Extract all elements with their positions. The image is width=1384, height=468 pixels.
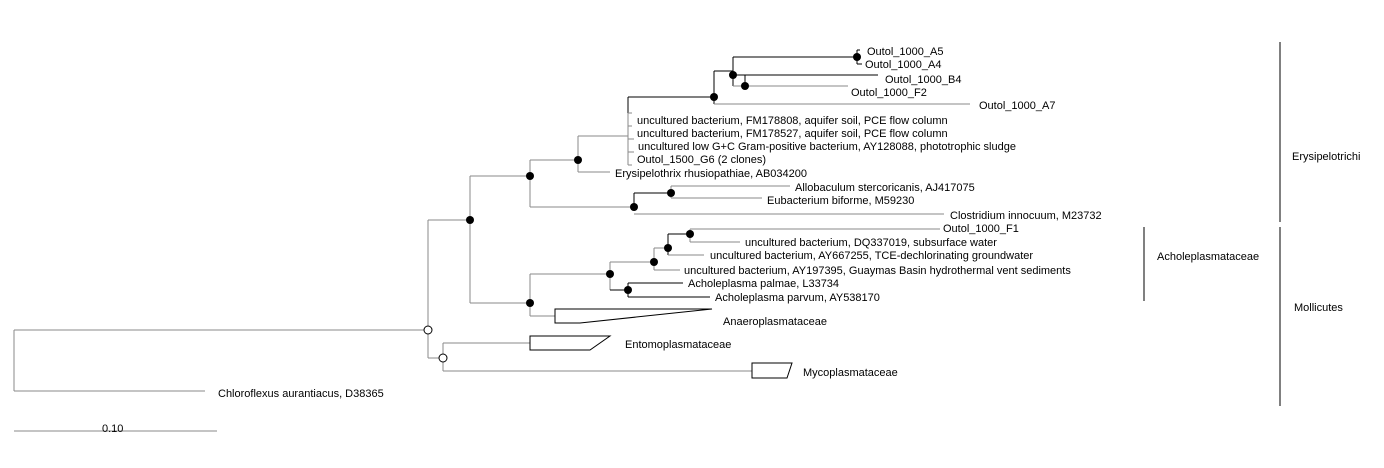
taxon-outol-f1: Outol_1000_F1	[943, 223, 1019, 235]
uncultured-cluster	[627, 112, 634, 166]
taxon-outol-a5: Outol_1000_A5	[867, 46, 943, 58]
achole-anaero-split	[529, 273, 610, 317]
group-erysipelotrichi: Erysipelotrichi	[1292, 151, 1360, 163]
erysipelothrix-outol-branch	[577, 135, 628, 173]
allobaculum-clade	[633, 192, 671, 207]
taxon-allobaculum: Allobaculum stercoricanis, AJ417075	[795, 182, 975, 194]
taxon-acholeplasma-palmae: Acholeplasma palmae, L33734	[688, 278, 839, 290]
taxon-dq337019: uncultured bacterium, DQ337019, subsurfa…	[745, 237, 997, 249]
taxon-fm178808: uncultured bacterium, FM178808, aquifer …	[637, 115, 948, 127]
acholeplasma-split	[609, 261, 654, 290]
mycoplasmataceae-wedge	[751, 362, 793, 379]
taxon-clostridium: Clostridium innocuum, M23732	[950, 210, 1102, 222]
erysipelotrichi-branch	[529, 159, 634, 208]
taxon-erysipelothrix: Erysipelothrix rhusiopathiae, AB034200	[615, 168, 807, 180]
taxon-fm178527: uncultured bacterium, FM178527, aquifer …	[637, 128, 948, 140]
taxon-ay197395: uncultured bacterium, AY197395, Guaymas …	[684, 265, 1071, 277]
taxon-outol-f2: Outol_1000_F2	[851, 87, 927, 99]
entomoplasmataceae-wedge	[529, 335, 612, 351]
group-acholeplasmataceae: Acholeplasmataceae	[1157, 251, 1259, 263]
outol-a-subsplit	[732, 56, 878, 86]
collapsed-mycoplasmataceae: Mycoplasmataceae	[803, 367, 898, 379]
collapsed-anaeroplasmataceae: Anaeroplasmataceae	[723, 316, 827, 328]
taxon-outol-a7: Outol_1000_A7	[979, 100, 1055, 112]
taxon-outol-b4: Outol_1000_B4	[885, 74, 961, 86]
f1-cluster-split	[667, 233, 690, 255]
taxon-chloroflexus: Chloroflexus aurantiacus, D38365	[218, 388, 384, 400]
taxon-outol-g6: Outol_1500_G6 (2 clones)	[637, 154, 766, 166]
taxon-outol-a4: Outol_1000_A4	[865, 59, 941, 71]
node-markers	[423, 53, 861, 363]
scale-bar-label: 0.10	[102, 423, 123, 435]
main-clade-branch	[469, 175, 530, 304]
group-mollicutes: Mollicutes	[1294, 302, 1343, 314]
taxon-acholeplasma-parvum: Acholeplasma parvum, AY538170	[715, 292, 880, 304]
anaeroplasmataceae-wedge	[554, 308, 713, 324]
ingroup-split	[427, 219, 470, 359]
taxon-eubacterium: Eubacterium biforme, M59230	[767, 195, 914, 207]
taxon-ay667255: uncultured bacterium, AY667255, TCE-dech…	[710, 250, 1033, 262]
root-branch	[13, 329, 428, 392]
taxon-ay128088: uncultured low G+C Gram-positive bacteri…	[638, 141, 1016, 153]
collapsed-entomoplasmataceae: Entomoplasmataceae	[625, 339, 731, 351]
